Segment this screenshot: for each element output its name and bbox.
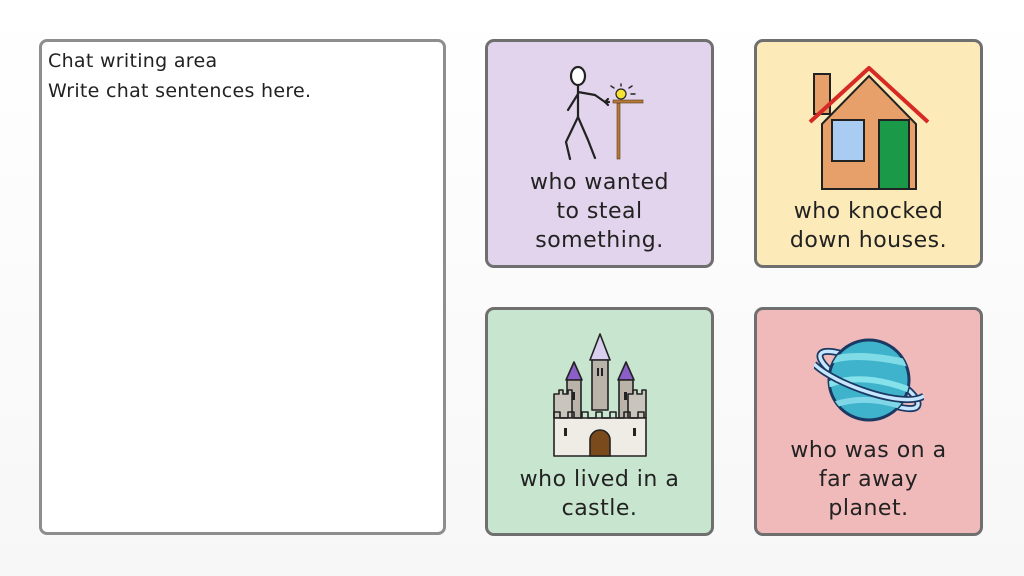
card-label: who was on a far away planet. (790, 438, 947, 521)
card-label: who wanted to steal something. (530, 170, 669, 253)
thief-icon (488, 62, 711, 162)
chat-area-prompt: Write chat sentences here. (48, 80, 312, 102)
sentence-card-planet[interactable]: who was on a far away planet. (754, 307, 983, 536)
chat-area-title: Chat writing area (48, 50, 218, 72)
sentence-card-houses[interactable]: who knocked down houses. (754, 39, 983, 268)
chat-writing-area[interactable]: Chat writing area Write chat sentences h… (39, 39, 446, 535)
card-label: who knocked down houses. (789, 199, 948, 253)
sentence-card-steal[interactable]: who wanted to steal something. (485, 39, 714, 268)
sentence-card-castle[interactable]: who lived in a castle. (485, 307, 714, 536)
planet-icon (757, 334, 980, 426)
house-icon (757, 64, 980, 192)
card-label: who lived in a castle. (519, 467, 680, 521)
castle-icon (488, 332, 711, 458)
